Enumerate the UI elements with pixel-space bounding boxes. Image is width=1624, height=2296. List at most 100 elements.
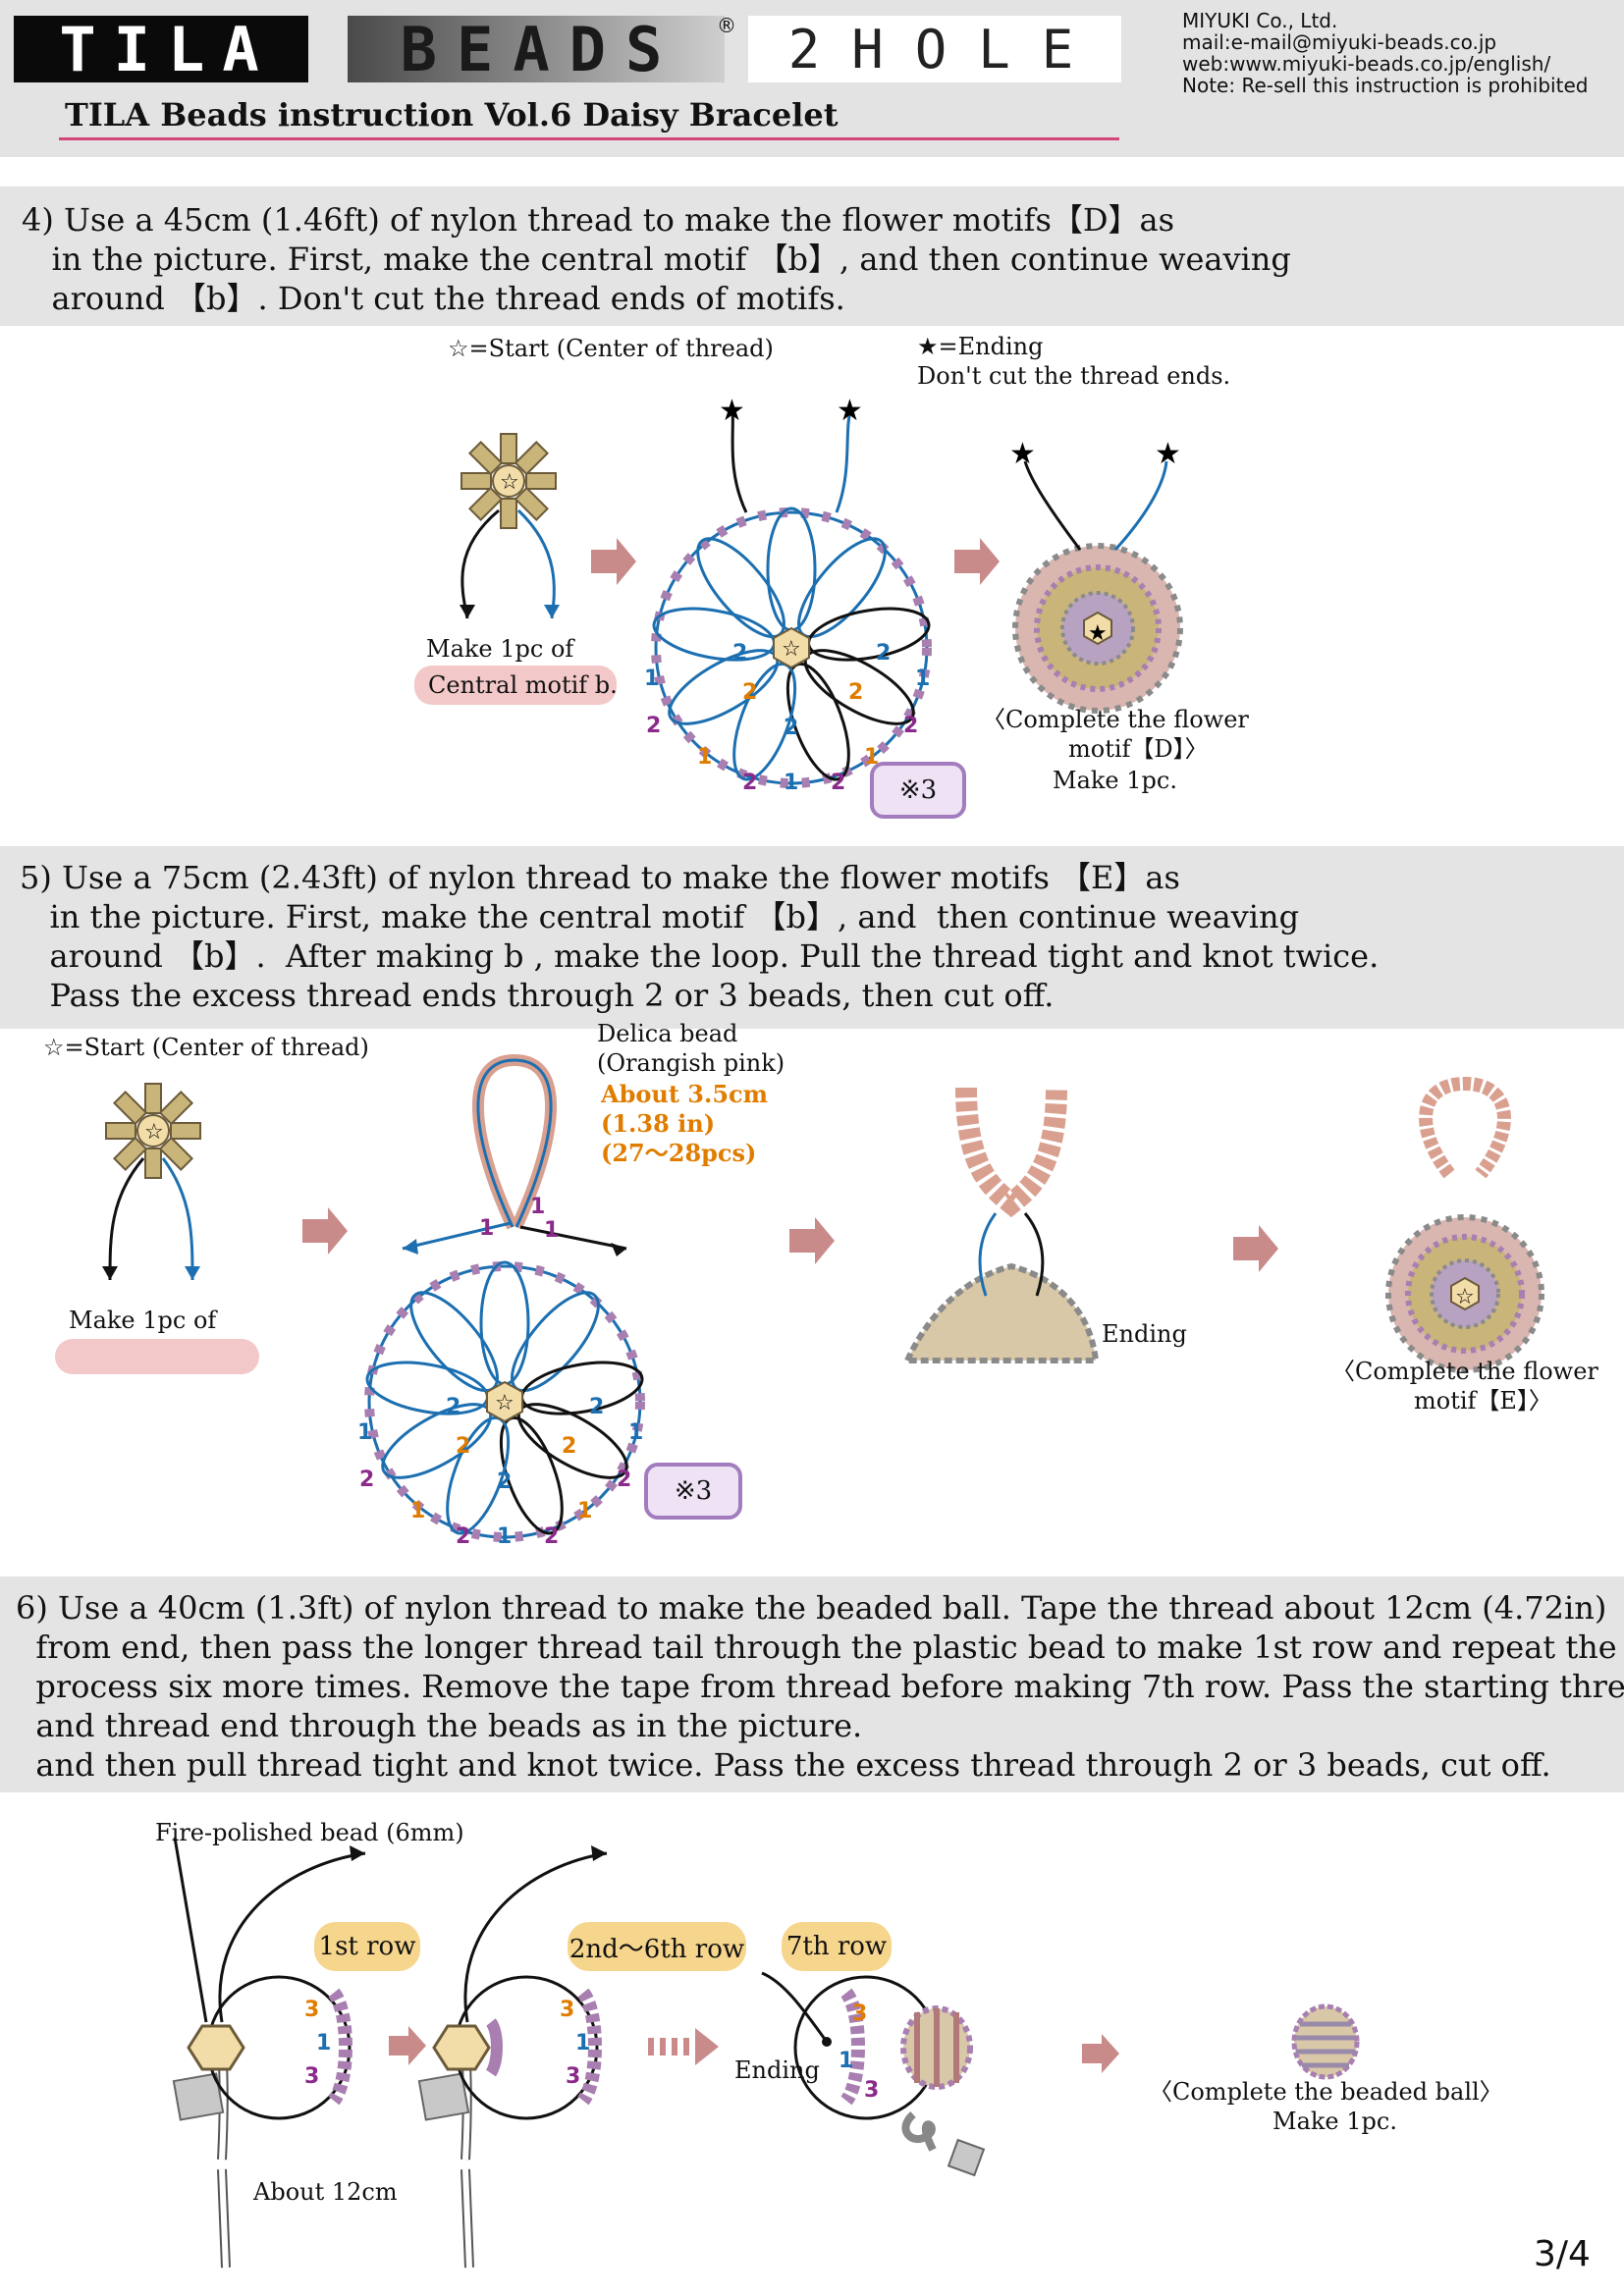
svg-text:2: 2 [456, 1524, 470, 1549]
svg-text:1: 1 [316, 2031, 331, 2056]
step5-arrow-3 [1233, 1225, 1278, 1272]
step6-line-3: process six more times. Remove the tape … [16, 1668, 1624, 1705]
svg-text:2: 2 [617, 1468, 631, 1492]
step5-band [0, 846, 1624, 1029]
svg-text:★: ★ [837, 394, 863, 428]
svg-text:1: 1 [784, 771, 798, 795]
title-rule [59, 137, 1119, 140]
step6-row1-bubble: 1st row [314, 1922, 420, 1971]
svg-text:★: ★ [1009, 437, 1036, 471]
doc-title: TILA Beads instruction Vol.6 Daisy Brace… [65, 96, 839, 133]
step4-complete-motif: ★ [1012, 543, 1183, 714]
svg-text:1: 1 [479, 1216, 494, 1241]
step6-complete-label: 〈Complete the beaded ball〉 [1149, 2078, 1503, 2106]
svg-text:2: 2 [903, 714, 918, 738]
page-number: 3/4 [1534, 2234, 1591, 2274]
svg-text:★: ★ [719, 394, 745, 428]
step5-complete-motif: ☆ [1385, 1076, 1544, 1373]
step4-ending-label: ★=Ending [917, 333, 1044, 360]
svg-text:☆: ☆ [1455, 1285, 1475, 1309]
svg-text:3: 3 [864, 2078, 879, 2103]
step5-about-line-2: (1.38 in) [601, 1109, 716, 1138]
step4-small-motif: ☆ [460, 433, 557, 529]
step5-complete-line-1: 〈Complete the flower [1331, 1358, 1598, 1385]
step4-line-1: 4) Use a 45cm (1.46ft) of nylon thread t… [22, 201, 1175, 239]
step4-make-label: Make 1pc of [426, 635, 574, 663]
step4-line-2: in the picture. First, make the central … [22, 240, 1291, 278]
svg-text:3: 3 [566, 2064, 580, 2089]
logo-2hole: 2HOLE [748, 16, 1121, 82]
svg-text:2: 2 [831, 771, 845, 795]
step4-ending-note: Don't cut the thread ends. [917, 362, 1231, 390]
svg-text:2: 2 [646, 714, 661, 738]
step4-complete-line-2: motif【D】〉 [1068, 735, 1209, 763]
svg-text:2: 2 [359, 1468, 374, 1492]
logo-tila: TILA [14, 14, 308, 85]
step6-fire-label: Fire-polished bead (6mm) [155, 1819, 464, 1846]
step4-band [0, 187, 1624, 326]
step4-complete-line-1: 〈Complete the flower [982, 706, 1249, 733]
svg-text:2: 2 [562, 1434, 576, 1459]
svg-text:2: 2 [848, 680, 863, 705]
svg-text:1: 1 [530, 1195, 545, 1219]
step5-small-motif: ☆ [105, 1083, 201, 1179]
svg-text:2: 2 [784, 716, 798, 740]
step5-delica-line-1: Delica bead [597, 1020, 738, 1047]
step4-make-pill-text: Central motif b. [428, 671, 618, 699]
step4-arrow-2 [954, 538, 1000, 585]
svg-text:3: 3 [852, 2002, 867, 2026]
company-note: Note: Re-sell this instruction is prohib… [1182, 74, 1589, 97]
step6-diagram-2: 3 1 3 [417, 1845, 608, 2269]
step4-arrow-1 [591, 538, 636, 585]
svg-text:2: 2 [732, 641, 747, 666]
step6-row7-bubble: 7th row [782, 1922, 892, 1971]
svg-text:3: 3 [304, 1998, 319, 2022]
svg-text:1: 1 [628, 1420, 643, 1445]
step4-line-3: around 【b】. Don't cut the thread ends of… [22, 280, 845, 317]
step6-line-1: 6) Use a 40cm (1.3ft) of nylon thread to… [16, 1589, 1607, 1627]
step5-line-4: Pass the excess thread ends through 2 or… [20, 977, 1055, 1014]
step6-diagram-3: 3 1 3 [761, 1971, 986, 2177]
svg-text:2: 2 [589, 1395, 604, 1419]
step5-complete-line-2: motif【E】〉 [1414, 1387, 1552, 1415]
svg-text:☆: ☆ [782, 637, 801, 662]
svg-text:1: 1 [357, 1420, 372, 1445]
svg-text:2: 2 [544, 1524, 559, 1549]
step5-about-line-3: (27〜28pcs) [601, 1139, 757, 1167]
step4-badge: ※3 [870, 762, 966, 819]
step6-arrow-1 [389, 2026, 426, 2065]
svg-text:3: 3 [560, 1998, 574, 2022]
svg-text:2: 2 [742, 771, 757, 795]
svg-text:★: ★ [1155, 437, 1181, 471]
step5-about-line-1: About 3.5cm [601, 1080, 769, 1108]
step5-loop-detail [902, 1087, 1100, 1363]
svg-text:2: 2 [742, 680, 757, 705]
step5-line-2: in the picture. First, make the central … [20, 898, 1300, 935]
svg-text:1: 1 [577, 1499, 592, 1523]
svg-text:1: 1 [410, 1499, 425, 1523]
svg-text:2: 2 [446, 1395, 460, 1419]
company-mail: mail:e-mail@miyuki-beads.co.jp [1182, 30, 1497, 54]
step6-ending-label: Ending [734, 2056, 820, 2084]
svg-text:1: 1 [544, 1218, 559, 1243]
step6-line-5: and then pull thread tight and knot twic… [16, 1746, 1551, 1784]
svg-text:2: 2 [456, 1434, 470, 1459]
step6-about-label: About 12cm [253, 2178, 398, 2206]
svg-text:2: 2 [876, 641, 891, 666]
step6-dashed-arrow [648, 2028, 719, 2065]
svg-text:★: ★ [1088, 621, 1108, 646]
step5-badge: ※3 [644, 1463, 742, 1520]
step5-start-label: ☆=Start (Center of thread) [43, 1034, 369, 1061]
step6-row2-6-bubble: 2nd〜6th row [568, 1922, 746, 1971]
svg-text:1: 1 [839, 2049, 853, 2073]
step5-line-1: 5) Use a 75cm (2.43ft) of nylon thread t… [20, 859, 1180, 896]
svg-text:1: 1 [644, 667, 659, 691]
svg-text:3: 3 [304, 2064, 319, 2089]
step5-make-pill [55, 1339, 259, 1374]
svg-text:1: 1 [575, 2031, 590, 2056]
svg-text:1: 1 [915, 667, 930, 691]
